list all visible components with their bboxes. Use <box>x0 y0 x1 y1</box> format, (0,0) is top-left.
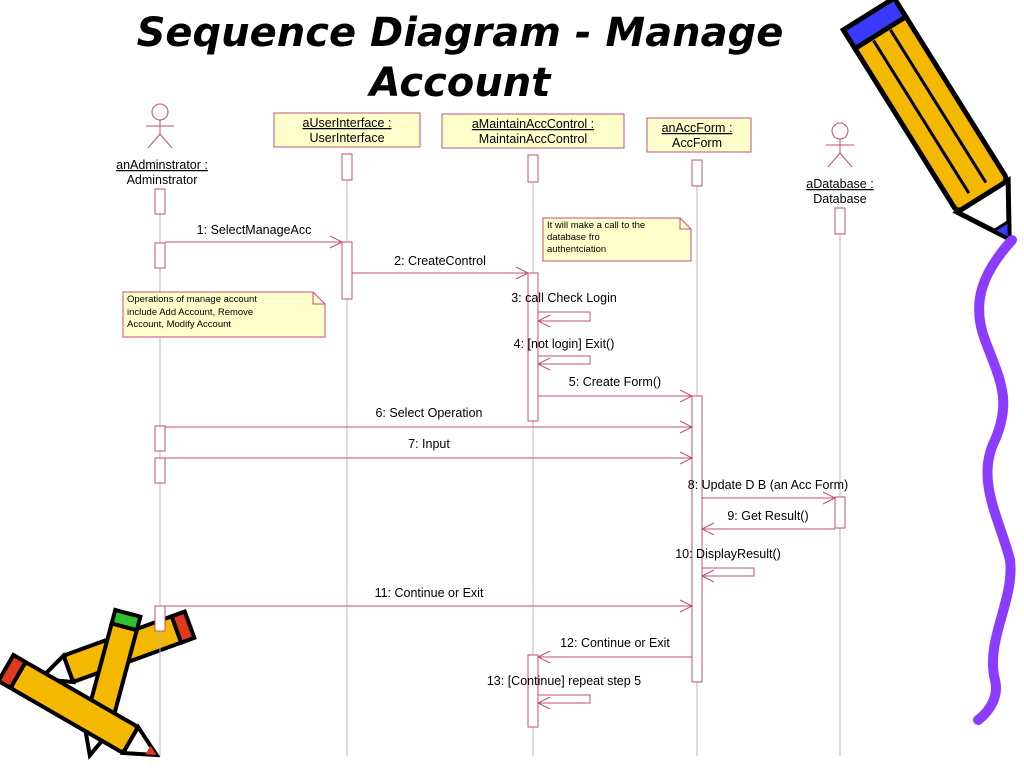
actor-admin-icon <box>146 103 174 149</box>
object-form: anAccForm : AccForm <box>646 117 752 153</box>
message-4-arrow <box>538 355 591 365</box>
object-ui-label-1: aUserInterface : <box>303 116 392 130</box>
activation-bar <box>154 242 166 269</box>
message-11-label: 11: Continue or Exit <box>375 586 484 600</box>
message-4-label: 4: [not login] Exit() <box>514 337 615 351</box>
message-2-label: 2: CreateControl <box>394 254 486 268</box>
object-mac: aMaintainAccControl : MaintainAccControl <box>441 113 625 149</box>
page-title: Sequence Diagram - Manage Account <box>130 8 790 108</box>
note-db-call-line-1: It will make a call to the <box>547 220 645 231</box>
actor-admin-label-2: Adminstrator <box>127 173 198 187</box>
note-operations-line-2: include Add Account, Remove <box>127 307 253 318</box>
message-13-arrow <box>538 694 591 704</box>
message-3-arrow <box>538 311 591 322</box>
object-form-label-1: anAccForm : <box>662 121 733 135</box>
activation-bar <box>341 241 353 300</box>
actor-db-label-2: Database <box>813 192 867 206</box>
activation-bar <box>527 272 539 422</box>
object-ui-label-2: UserInterface <box>309 131 384 145</box>
activation-bar <box>154 425 166 452</box>
object-ui: aUserInterface : UserInterface <box>273 112 421 148</box>
note-db-call-line-2: database fro <box>547 232 600 243</box>
title-line-1: Sequence Diagram - Manage <box>136 10 784 56</box>
activation-bar <box>527 154 539 183</box>
activation-bar <box>527 654 539 728</box>
activation-bar <box>834 207 846 235</box>
message-12-label: 12: Continue or Exit <box>560 636 670 650</box>
message-7-label: 7: Input <box>408 437 450 451</box>
actor-db-icon <box>826 122 854 168</box>
activation-bar <box>691 159 703 187</box>
message-1-label: 1: SelectManageAcc <box>197 223 312 237</box>
message-3-label: 3: call Check Login <box>511 291 617 305</box>
note-operations: Operations of manage account include Add… <box>122 291 326 338</box>
activation-bar <box>154 457 166 484</box>
message-10-label: 10: DisplayResult() <box>675 547 781 561</box>
message-9-label: 9: Get Result() <box>727 509 808 523</box>
activation-bar <box>691 395 703 683</box>
activation-bar <box>341 153 353 181</box>
note-operations-line-3: Account, Modify Account <box>127 319 231 330</box>
activation-bar <box>834 496 846 529</box>
message-13-label: 13: [Continue] repeat step 5 <box>487 674 641 688</box>
activation-bar <box>154 188 166 215</box>
title-line-2: Account <box>369 60 551 106</box>
object-form-label-2: AccForm <box>672 136 722 150</box>
note-db-call: It will make a call to the database fro … <box>542 217 692 262</box>
object-mac-label-2: MaintainAccControl <box>479 132 587 146</box>
message-5-label: 5: Create Form() <box>569 375 661 389</box>
message-6-label: 6: Select Operation <box>375 406 482 420</box>
note-operations-line-1: Operations of manage account <box>127 294 257 305</box>
object-mac-label-1: aMaintainAccControl : <box>472 117 594 131</box>
actor-admin-label-1: anAdminstrator : <box>116 158 208 172</box>
message-8-label: 8: Update D B (an Acc Form) <box>688 478 848 492</box>
message-10-arrow <box>702 567 755 577</box>
activation-bar <box>154 605 166 632</box>
note-db-call-line-3: authentciation <box>547 244 606 255</box>
actor-db-label-1: aDatabase : <box>806 177 873 191</box>
